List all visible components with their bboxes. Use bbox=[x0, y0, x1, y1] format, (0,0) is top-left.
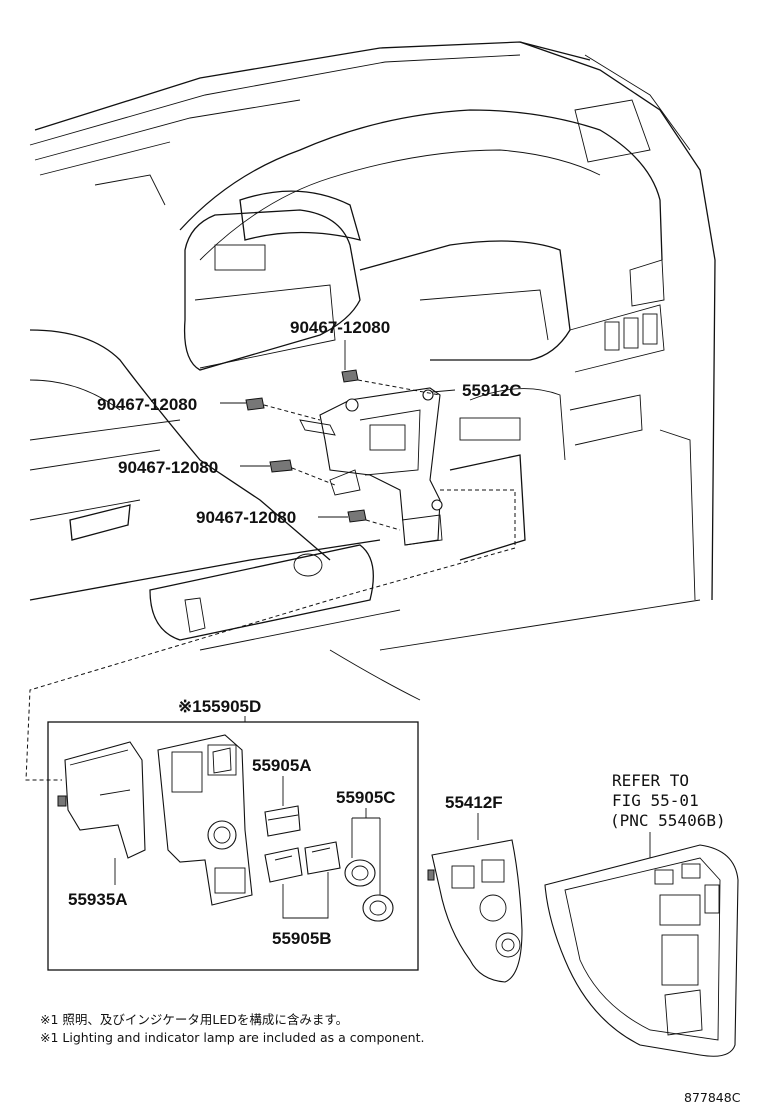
label-panel: 55412F bbox=[445, 793, 503, 812]
label-bracket: 55912C bbox=[462, 381, 522, 400]
label-clip-2: 90467-12080 bbox=[97, 395, 197, 414]
leader-lines bbox=[25, 340, 516, 781]
label-switch-a: 55905A bbox=[252, 756, 312, 775]
label-clip-3: 90467-12080 bbox=[118, 458, 218, 477]
console-panel-reference bbox=[544, 844, 739, 1057]
note-english: ※1 Lighting and indicator lamp are inclu… bbox=[40, 1030, 424, 1045]
panel-55412F bbox=[427, 839, 523, 983]
clip-icon bbox=[245, 397, 265, 411]
clip-icons bbox=[245, 369, 367, 523]
switch-55905C bbox=[344, 859, 394, 922]
label-switch-b: 55905B bbox=[272, 929, 332, 948]
switch-55905B bbox=[264, 841, 341, 883]
label-clip-4: 90467-12080 bbox=[196, 508, 296, 527]
figure-code: 877848C bbox=[684, 1090, 741, 1105]
refer-line-1: REFER TO bbox=[612, 771, 689, 790]
label-switch-c: 55905C bbox=[336, 788, 396, 807]
bracket-55912C bbox=[299, 387, 443, 546]
clip-icon bbox=[341, 369, 359, 383]
switch-55905A bbox=[264, 805, 301, 837]
switch-assembly-box bbox=[47, 721, 419, 971]
refer-line-2: FIG 55-01 bbox=[612, 791, 699, 810]
clip-icon bbox=[347, 509, 367, 523]
clip-icon bbox=[269, 459, 293, 473]
refer-line-3: (PNC 55406B) bbox=[610, 811, 726, 830]
label-cover: 55935A bbox=[68, 890, 128, 909]
label-clip-1: 90467-12080 bbox=[290, 318, 390, 337]
note-japanese: ※1 照明、及びインジケータ用LEDを構成に含みます。 bbox=[40, 1012, 348, 1027]
switch-body bbox=[157, 734, 253, 906]
dashboard-illustration bbox=[29, 41, 716, 701]
label-switch-assy: ※155905D bbox=[178, 697, 261, 716]
cover-55935A bbox=[57, 741, 146, 859]
